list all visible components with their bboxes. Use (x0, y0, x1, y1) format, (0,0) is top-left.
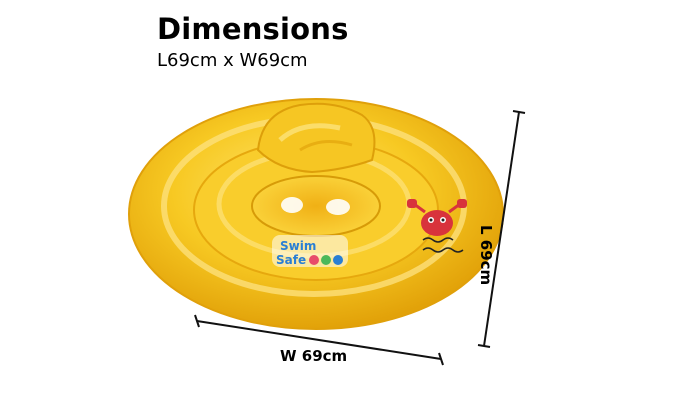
leg-hole-left (281, 197, 303, 213)
swim-safe-logo: Swim Safe (272, 235, 348, 267)
svg-text:Safe: Safe (276, 253, 306, 267)
leg-hole-right (326, 199, 350, 215)
seat-opening (251, 175, 381, 237)
length-dimension-line (477, 110, 526, 348)
page-title: Dimensions (157, 12, 349, 46)
width-dimension-line (194, 314, 444, 366)
backrest (256, 102, 376, 174)
crab-graphic (407, 199, 467, 253)
width-label: W 69cm (280, 347, 348, 365)
size-summary: L69cm x W69cm (157, 50, 308, 71)
length-label: L 69cm (477, 225, 495, 286)
svg-text:Swim: Swim (280, 239, 316, 253)
